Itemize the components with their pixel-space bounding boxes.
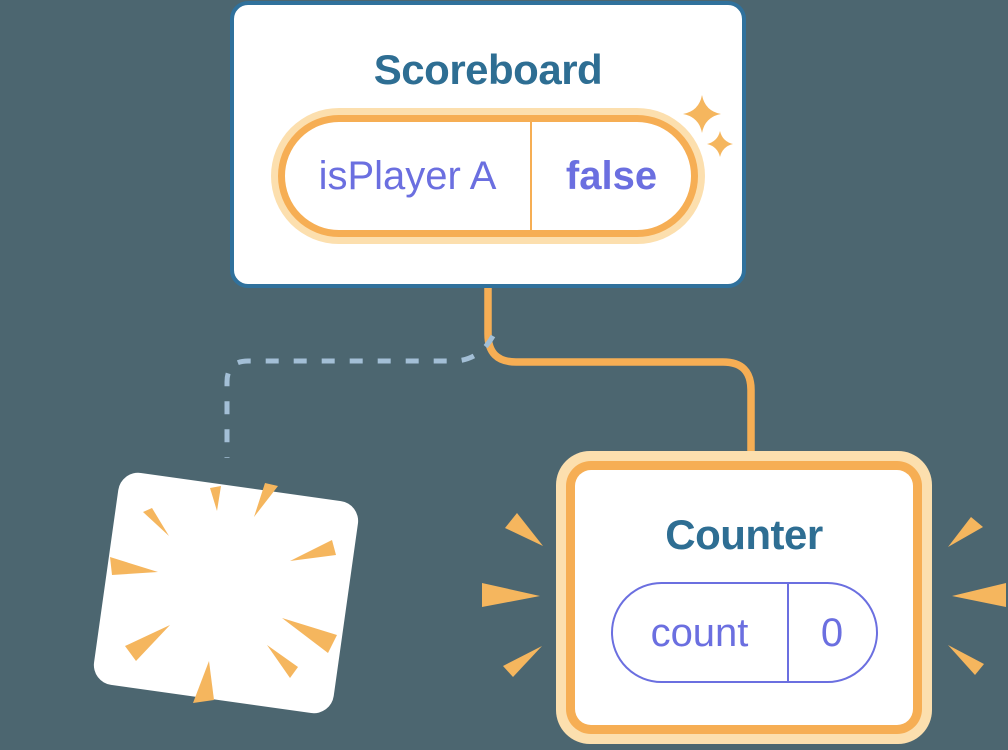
emphasis-mark bbox=[948, 645, 984, 675]
removed-component-card bbox=[91, 470, 361, 716]
emphasis-mark bbox=[952, 583, 1006, 607]
counter-title: Counter bbox=[665, 511, 823, 558]
emphasis-mark bbox=[505, 513, 543, 546]
counter-card-body: Counter count 0 bbox=[575, 470, 913, 725]
emphasis-left-icon bbox=[482, 513, 543, 677]
state-key-label: isPlayer A bbox=[318, 154, 497, 198]
scoreboard-to-counter-connector bbox=[484, 288, 755, 452]
pill-divider bbox=[786, 584, 789, 681]
state-value-label: 0 bbox=[820, 610, 844, 655]
emphasis-right-icon bbox=[948, 517, 1006, 675]
emphasis-mark bbox=[948, 517, 983, 547]
counter-state-pill: count 0 bbox=[610, 582, 878, 683]
emphasis-mark bbox=[503, 646, 542, 677]
counter-component-card: Counter count 0 bbox=[556, 451, 932, 744]
scoreboard-component-card: Scoreboard isPlayer A false bbox=[230, 1, 746, 288]
scoreboard-title: Scoreboard bbox=[373, 46, 603, 93]
state-value-label: false bbox=[565, 154, 658, 198]
scoreboard-state-pill: isPlayer A false bbox=[278, 115, 698, 237]
emphasis-mark bbox=[482, 583, 540, 607]
counter-card-ring: Counter count 0 bbox=[566, 461, 922, 734]
scoreboard-to-removed-connector-dashed bbox=[224, 334, 496, 458]
pill-divider bbox=[530, 122, 532, 230]
state-key-label: count bbox=[650, 610, 749, 655]
